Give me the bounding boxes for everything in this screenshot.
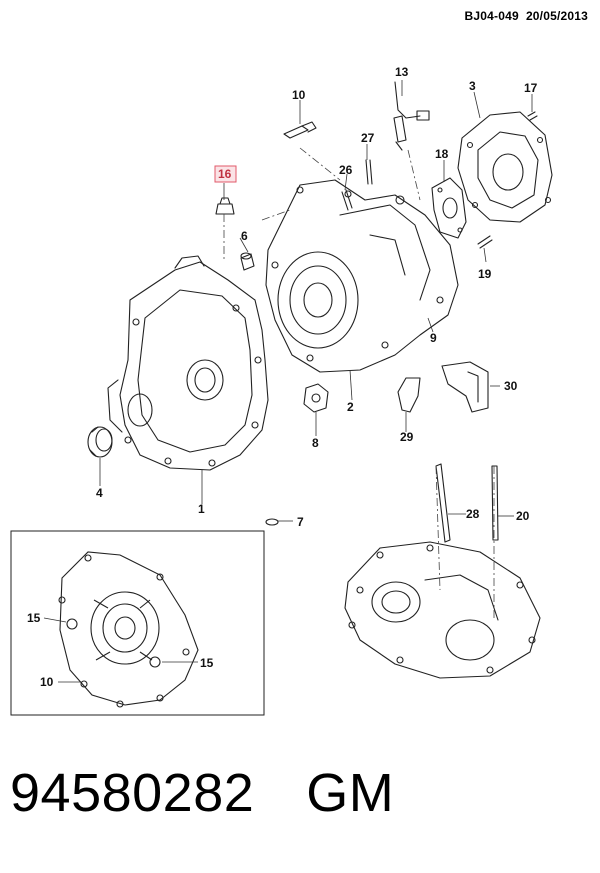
diagram-reference-header: BJ04-049 20/05/2013 [465,9,588,23]
gasket-part [431,177,467,239]
callout-2: 2 [347,400,354,414]
leader-lines [99,80,533,522]
callout-28: 28 [466,507,480,521]
inset-callout-15-right: 15 [200,656,214,670]
callout-16-highlight [214,165,237,183]
callout-17: 17 [524,81,538,95]
callout-26: 26 [339,163,353,177]
callout-3: 3 [469,79,476,93]
clutch-housing-part [107,255,269,471]
assembled-housing-view [344,541,541,679]
cover-plate-part [303,383,329,413]
callout-30: 30 [504,379,518,393]
assembly-guide-lines [223,147,495,620]
inset-callout-10: 10 [40,675,54,689]
dowel-pin-part [240,252,255,271]
part-number-footer: 94580282 GM [10,762,394,824]
inset-callout-15-left: 15 [27,611,41,625]
transmission-case-part [265,179,459,373]
sensor-switch-part [393,81,430,151]
o-ring-part [265,518,279,526]
callout-13: 13 [395,65,409,79]
diagram-date: 20/05/2013 [525,9,588,23]
bolt-17-part [527,111,538,121]
shift-rod-28-part [435,463,451,543]
callout-27: 27 [361,131,375,145]
callout-4: 4 [96,486,103,500]
part-number: 94580282 [10,763,255,823]
part-callouts: 10 13 27 26 16 6 3 17 18 19 9 2 8 4 1 29… [96,65,538,529]
end-cover-part [457,111,553,223]
bolt-part [283,121,317,139]
callout-10: 10 [292,88,306,102]
bolt-27-part [365,159,373,185]
callout-7: 7 [297,515,304,529]
diagram-ref-code: BJ04-049 [464,9,519,23]
callout-20: 20 [516,509,530,523]
bracket-29-part [397,377,421,413]
callout-16: 16 [218,167,232,181]
callout-8: 8 [312,436,319,450]
callout-18: 18 [435,147,449,161]
seal-bearing-part [87,426,113,458]
inset-housing-drawing [58,551,199,708]
brand-name: GM [306,763,395,823]
bolt-26-part [341,189,353,211]
callout-9: 9 [430,331,437,345]
shift-rod-20-part [491,465,499,541]
bracket-30-part [441,361,489,413]
drain-plug-part [215,197,235,215]
callout-19: 19 [478,267,492,281]
callout-6: 6 [241,229,248,243]
inset-frame [10,530,265,716]
callout-29: 29 [400,430,414,444]
bolt-19-part [477,235,493,249]
detail-inset: 15 15 10 [10,530,265,716]
callout-1: 1 [198,502,205,516]
